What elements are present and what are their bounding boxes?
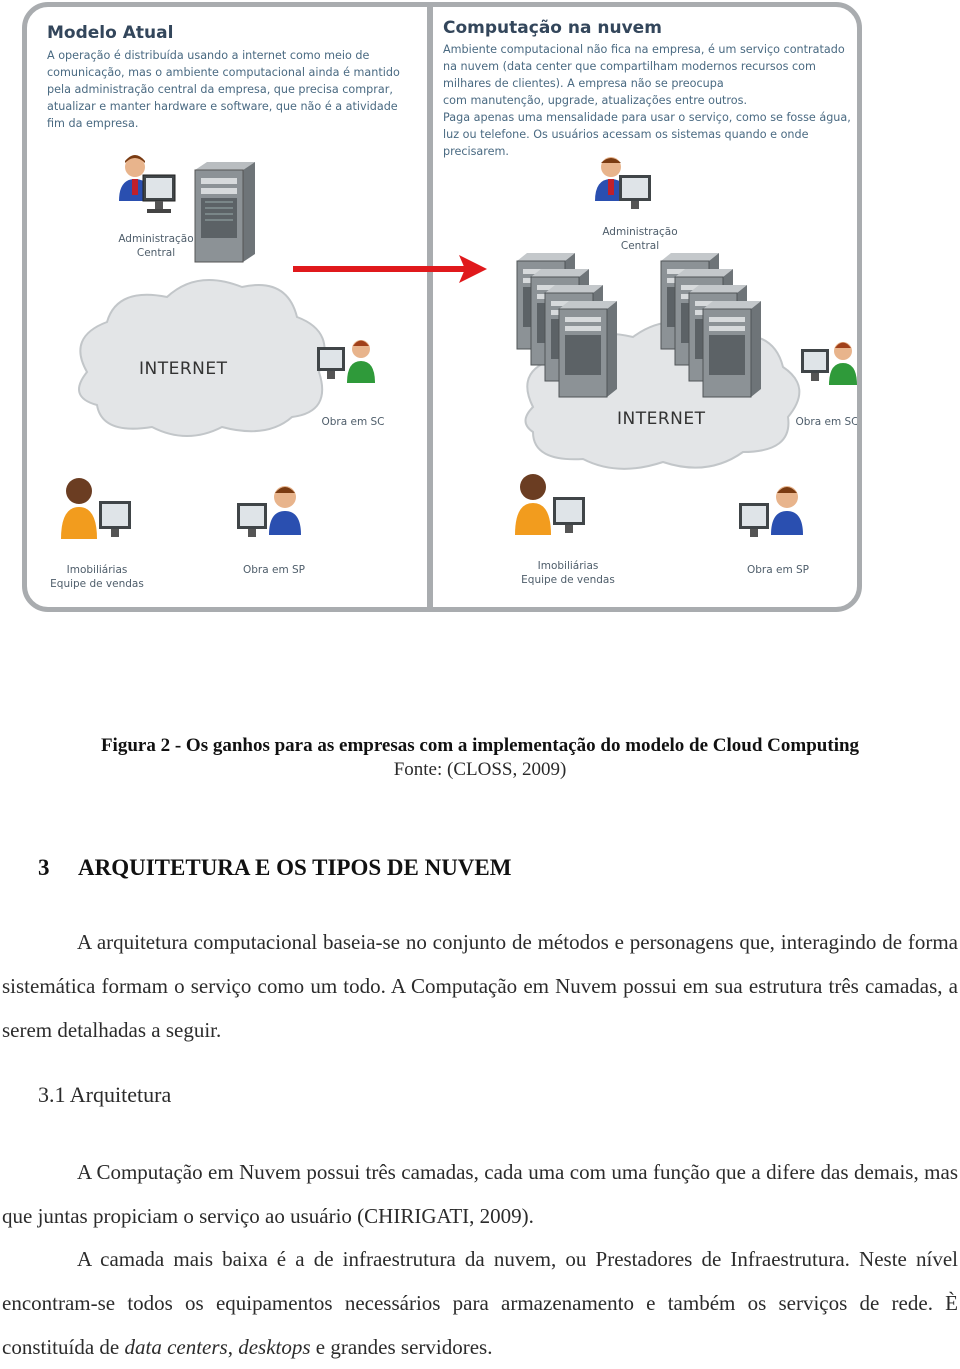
cloud-computing-figure: Modelo Atual A operação é distribuída us… xyxy=(22,2,862,612)
imobiliarias-label: Imobiliárias Equipe de vendas xyxy=(47,563,147,591)
admin-label: Administração Central xyxy=(595,225,685,253)
panel-description: A operação é distribuída usando a intern… xyxy=(47,47,400,132)
cloud-label: INTERNET xyxy=(617,409,706,429)
text-line: fim da empresa. xyxy=(47,117,139,130)
label-line: Equipe de vendas xyxy=(521,574,615,586)
figure-caption: Figura 2 - Os ganhos para as empresas co… xyxy=(100,735,860,756)
obra-sp-label: Obra em SP xyxy=(242,564,306,576)
obra-sp-user-icon xyxy=(739,486,803,537)
subsection-paragraph-2: A camada mais baixa é a de infraestrutur… xyxy=(2,1237,958,1369)
figure-source: Fonte: (CLOSS, 2009) xyxy=(393,759,567,780)
left-illustration xyxy=(61,155,375,539)
text-line: luz ou telefone. Os usuários acessam os … xyxy=(443,128,809,141)
section-number: 3 xyxy=(38,855,50,880)
panel-description: Ambiente computacional não fica na empre… xyxy=(443,41,851,160)
emphasis-text: data centers xyxy=(124,1335,228,1359)
section-paragraph: A arquitetura computacional baseia-se no… xyxy=(2,930,958,1042)
paragraph-text: A camada mais baixa é a de infraestrutur… xyxy=(2,1247,958,1359)
panel-title: Modelo Atual xyxy=(47,23,174,43)
label-line: Imobiliárias xyxy=(66,564,128,576)
section-title: ARQUITETURA E OS TIPOS DE NUVEM xyxy=(78,855,512,880)
server-icon xyxy=(702,301,761,398)
admin-label: Administração Central xyxy=(111,232,201,260)
section-heading: 3 ARQUITETURA E OS TIPOS DE NUVEM xyxy=(38,855,511,881)
internet-cloud-icon xyxy=(78,278,326,437)
separator-text: , xyxy=(227,1335,239,1359)
imobiliarias-user-icon xyxy=(515,474,585,535)
cloud-label: INTERNET xyxy=(139,359,228,379)
transition-arrow-icon xyxy=(293,255,487,283)
obra-sc-user-icon xyxy=(317,340,375,383)
server-icon xyxy=(558,301,617,398)
admin-user-icon xyxy=(595,157,651,209)
text-line: na nuvem (data center que compartilham m… xyxy=(443,60,816,73)
text-line: precisarem. xyxy=(443,145,509,158)
imobiliarias-user-icon xyxy=(61,478,131,539)
server-icon xyxy=(194,162,255,263)
imobiliarias-label: Imobiliárias Equipe de vendas xyxy=(513,559,623,587)
obra-sp-label: Obra em SP xyxy=(746,564,810,576)
label-line: Central xyxy=(136,247,176,259)
text-line: atualizar e manter hardware e software, … xyxy=(47,100,398,113)
text-line: pela administração central da empresa, q… xyxy=(47,83,393,96)
obra-sc-label: Obra em SC xyxy=(321,416,385,428)
server-stack-right-icon xyxy=(660,253,761,398)
right-illustration xyxy=(515,157,857,537)
panel-divider xyxy=(427,7,433,607)
paragraph-text: e grandes servidores. xyxy=(310,1335,493,1359)
label-line: Equipe de vendas xyxy=(50,578,144,590)
obra-sc-label: Obra em SC xyxy=(795,416,859,428)
subsection-title: Arquitetura xyxy=(69,1082,172,1107)
subsection-number: 3.1 xyxy=(38,1082,66,1107)
text-line: A operação é distribuída usando a intern… xyxy=(47,49,370,62)
emphasis-text: desktops xyxy=(238,1335,311,1359)
obra-sp-user-icon xyxy=(237,486,301,537)
server-stack-left-icon xyxy=(516,253,617,398)
panel-title: Computação na nuvem xyxy=(443,18,662,38)
label-line: Administração xyxy=(118,233,194,245)
text-line: comunicação, mas o ambiente computaciona… xyxy=(47,66,400,79)
obra-sc-user-icon xyxy=(801,342,857,385)
subsection-heading: 3.1 Arquitetura xyxy=(38,1082,171,1108)
label-line: Central xyxy=(620,240,660,252)
label-line: Imobiliárias xyxy=(537,560,599,572)
label-line: Administração xyxy=(602,226,678,238)
panel-computacao-nuvem: Computação na nuvem Ambiente computacion… xyxy=(433,7,857,607)
text-line: Paga apenas uma mensalidade para usar o … xyxy=(443,111,851,124)
admin-user-icon xyxy=(119,155,176,213)
subsection-paragraph-1: A Computação em Nuvem possui três camada… xyxy=(2,1160,958,1228)
text-line: milhares de clientes). A empresa não se … xyxy=(443,77,724,90)
panel-modelo-atual: Modelo Atual A operação é distribuída us… xyxy=(27,7,427,607)
text-line: com manutenção, upgrade, atualizações en… xyxy=(443,94,748,107)
text-line: Ambiente computacional não fica na empre… xyxy=(443,43,845,56)
